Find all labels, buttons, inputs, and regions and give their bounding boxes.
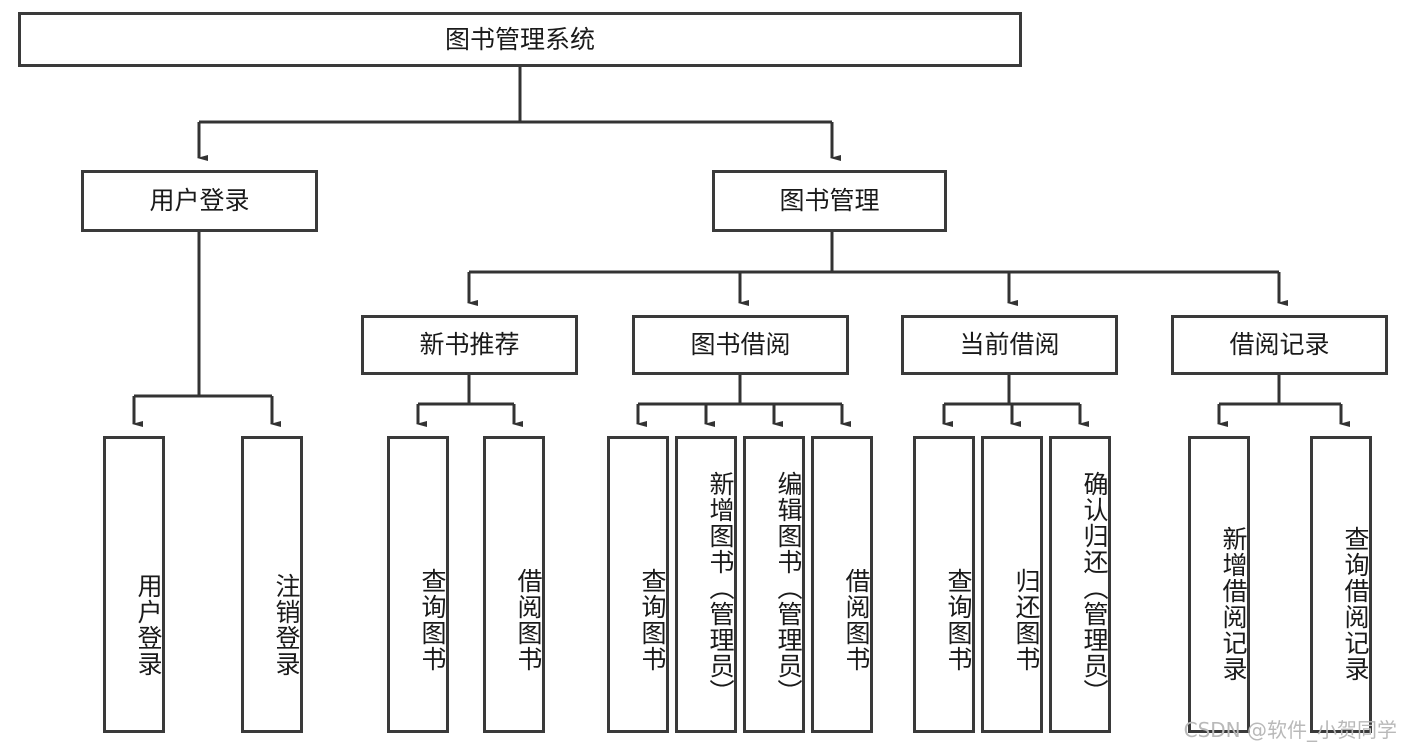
node-label: 查询图书 bbox=[638, 567, 667, 672]
leaf-query-books-borrowing[interactable]: 查询图书 bbox=[607, 436, 669, 733]
leaf-query-borrowing-record[interactable]: 查询借阅记录 bbox=[1310, 436, 1372, 733]
node-label: 用户登录 bbox=[149, 186, 250, 216]
leaf-borrow-books-recommendation[interactable]: 借阅图书 bbox=[483, 436, 545, 733]
leaf-add-book-admin[interactable]: 新增图书（管理员） bbox=[675, 436, 737, 733]
leaf-query-books-current[interactable]: 查询图书 bbox=[913, 436, 975, 733]
node-book-borrowing[interactable]: 图书借阅 bbox=[632, 315, 849, 375]
node-label: 借阅图书 bbox=[842, 567, 871, 672]
node-label: 用户登录 bbox=[134, 572, 163, 677]
node-label: 编辑图书（管理员） bbox=[774, 470, 803, 705]
node-book-management[interactable]: 图书管理 bbox=[712, 170, 947, 232]
node-borrowing-records[interactable]: 借阅记录 bbox=[1171, 315, 1388, 375]
node-user-login[interactable]: 用户登录 bbox=[81, 170, 318, 232]
node-new-book-recommendation[interactable]: 新书推荐 bbox=[361, 315, 578, 375]
node-label: 图书管理 bbox=[779, 186, 880, 216]
node-label: 借阅图书 bbox=[514, 567, 543, 672]
leaf-edit-book-admin[interactable]: 编辑图书（管理员） bbox=[743, 436, 805, 733]
node-label: 归还图书 bbox=[1012, 567, 1041, 672]
csdn-watermark: CSDN @软件_小贺同学 bbox=[1183, 718, 1397, 742]
node-label: 查询图书 bbox=[944, 567, 973, 672]
node-label: 查询借阅记录 bbox=[1341, 525, 1370, 682]
leaf-logout-login[interactable]: 注销登录 bbox=[241, 436, 303, 733]
node-label: 当前借阅 bbox=[959, 330, 1060, 360]
node-label: 确认归还（管理员） bbox=[1080, 470, 1109, 705]
node-label: 新增借阅记录 bbox=[1219, 525, 1248, 682]
node-label: 查询图书 bbox=[418, 567, 447, 672]
leaf-confirm-return-admin[interactable]: 确认归还（管理员） bbox=[1049, 436, 1111, 733]
leaf-add-borrowing-record[interactable]: 新增借阅记录 bbox=[1188, 436, 1250, 733]
node-label: 图书管理系统 bbox=[444, 24, 595, 54]
leaf-user-login[interactable]: 用户登录 bbox=[103, 436, 165, 733]
node-label: 借阅记录 bbox=[1229, 330, 1330, 360]
leaf-query-books-recommendation[interactable]: 查询图书 bbox=[387, 436, 449, 733]
node-label: 图书借阅 bbox=[690, 330, 791, 360]
leaf-return-books[interactable]: 归还图书 bbox=[981, 436, 1043, 733]
node-label: 新书推荐 bbox=[419, 330, 520, 360]
node-root-book-management-system[interactable]: 图书管理系统 bbox=[18, 12, 1022, 67]
node-label: 新增图书（管理员） bbox=[706, 470, 735, 705]
leaf-borrow-books-borrowing[interactable]: 借阅图书 bbox=[811, 436, 873, 733]
node-current-borrowing[interactable]: 当前借阅 bbox=[901, 315, 1118, 375]
node-label: 注销登录 bbox=[272, 572, 301, 677]
